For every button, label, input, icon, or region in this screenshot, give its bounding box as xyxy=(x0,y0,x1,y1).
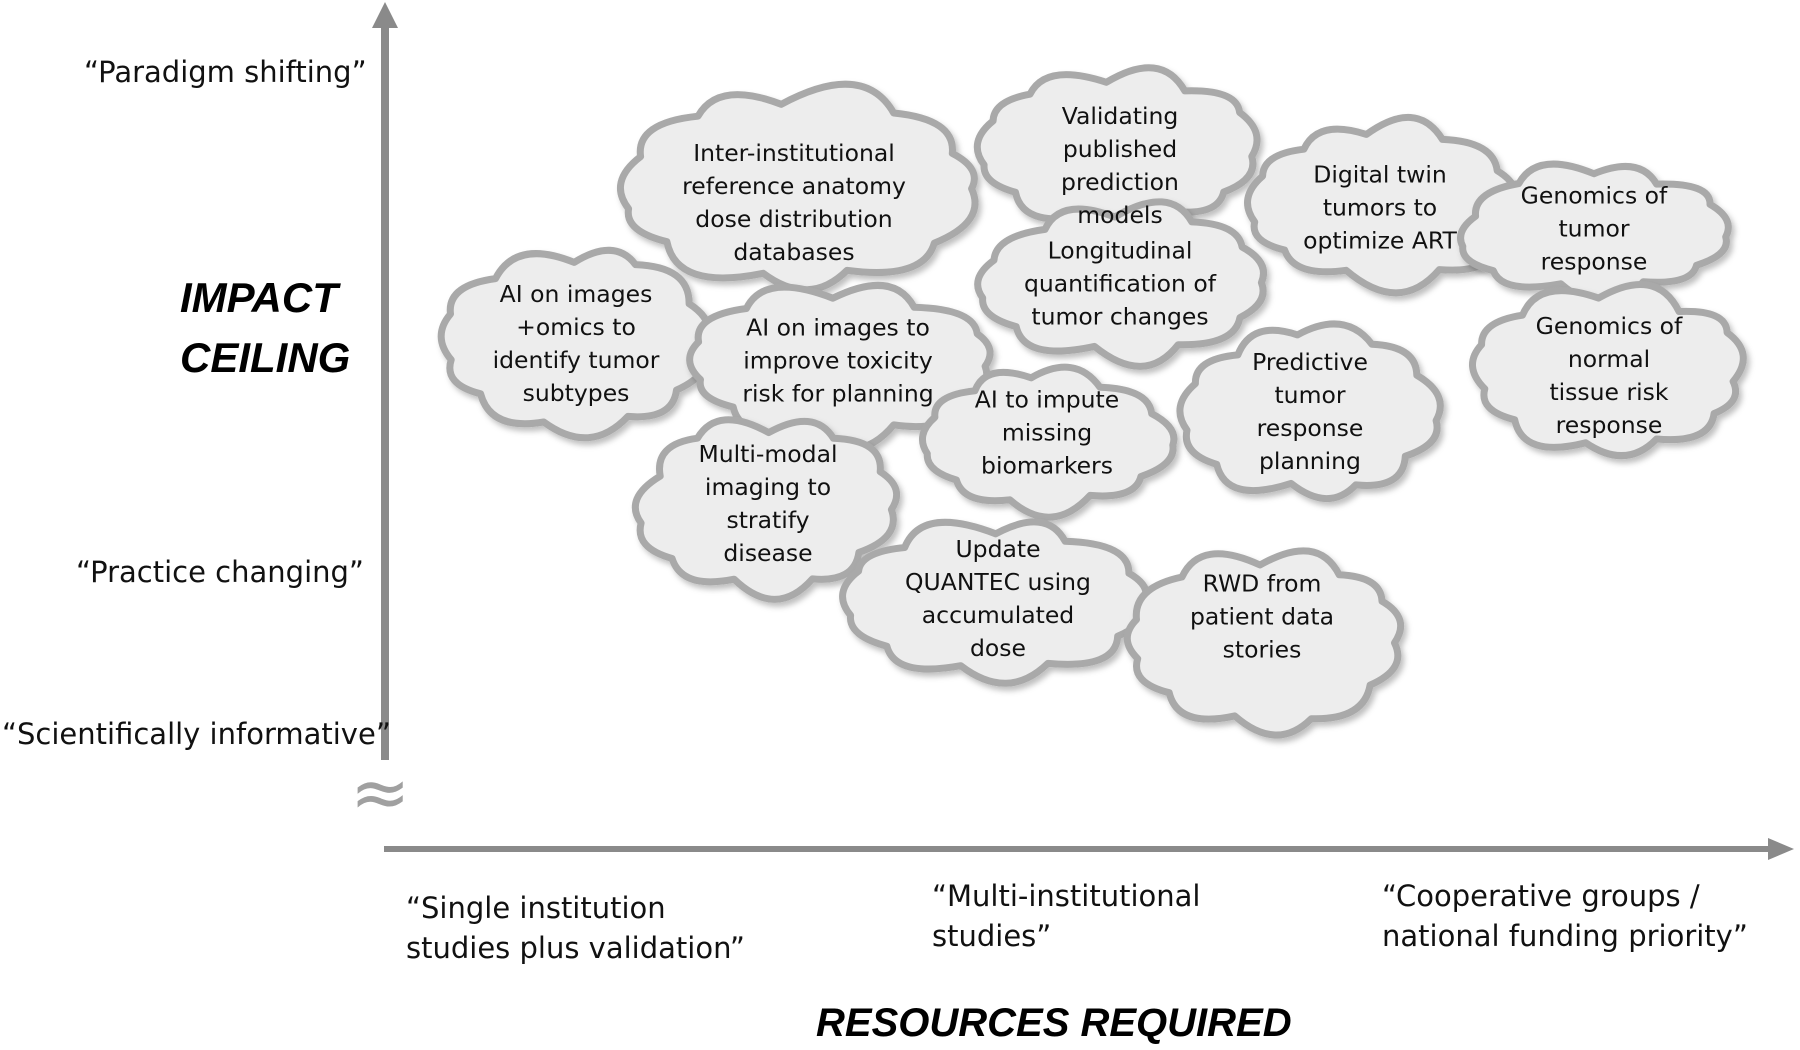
cloud-shape-rwd xyxy=(1123,547,1405,739)
cloud-label-ai-toxicity: AI on images to improve toxicity risk for … xyxy=(742,312,933,411)
cloud-label-line: Validating xyxy=(1061,102,1179,130)
cloud-label-line: missing xyxy=(1001,418,1093,447)
x-level-line: “Cooperative groups / xyxy=(1382,879,1700,913)
cloud-label-predictive-tumor: Predictive tumor response planning xyxy=(1252,346,1368,478)
cloud-label-line: tumor xyxy=(1274,381,1346,409)
clouds-layer xyxy=(437,64,1747,739)
cloud-label-line: Update xyxy=(955,535,1041,563)
cloud-label-inter-institutional: Inter-institutional reference anatomy dose… xyxy=(682,137,906,269)
x-level-line: “Single institution xyxy=(406,891,666,925)
y-axis-title: IMPACT CEILING xyxy=(180,268,350,388)
cloud-label-line: AI on images to xyxy=(746,313,930,342)
cloud-shape-digital-twin xyxy=(1244,114,1520,297)
cloud-label-line: Predictive xyxy=(1252,348,1368,376)
cloud-label-line: Genomics of xyxy=(1520,181,1668,210)
cloud-label-line: imaging to xyxy=(704,473,832,501)
cloud-label-line: disease xyxy=(723,539,813,567)
cloud-label-line: reference anatomy xyxy=(682,172,906,200)
cloud-label-line: biomarkers xyxy=(981,451,1113,480)
cloud-label-line: Digital twin xyxy=(1313,160,1447,189)
cloud-label-line: tumors to xyxy=(1322,193,1438,222)
cloud-label-line: dose xyxy=(969,634,1026,662)
cloud-label-longitudinal: Longitudinal quantification of tumor chang… xyxy=(1024,235,1216,334)
cloud-shape-ai-toxicity xyxy=(686,281,994,453)
cloud-label-ai-omics: AI on images +omics to identify tumor subty… xyxy=(493,278,660,410)
cloud-label-line: stories xyxy=(1222,635,1302,664)
cloud-label-multi-modal: Multi-modal imaging to stratify disease xyxy=(698,438,837,570)
x-axis-arrowhead xyxy=(1768,838,1794,860)
cloud-label-line: tumor xyxy=(1558,214,1630,243)
cloud-shape-quantec xyxy=(839,518,1150,687)
y-level-paradigm-shifting: “Paradigm shifting” xyxy=(84,55,367,89)
cloud-label-line: Genomics of xyxy=(1535,312,1683,340)
y-axis-arrowhead xyxy=(372,2,398,28)
y-axis-title-line: IMPACT xyxy=(180,274,338,321)
cloud-label-line: tissue risk xyxy=(1549,378,1669,406)
x-level-cooperative-groups: “Cooperative groups / national funding p… xyxy=(1382,876,1748,956)
cloud-label-ai-impute: AI to impute missing biomarkers xyxy=(975,384,1119,483)
cloud-shape-multi-modal xyxy=(631,416,901,603)
cloud-label-line: dose distribution xyxy=(695,205,893,233)
cloud-label-rwd: RWD from patient data stories xyxy=(1190,568,1334,667)
cloud-shape-predictive-tumor xyxy=(1176,320,1444,502)
cloud-label-line: stratify xyxy=(726,506,810,534)
cloud-label-line: patient data xyxy=(1189,602,1335,631)
cloud-shape-ai-omics xyxy=(437,246,713,442)
cloud-label-line: response xyxy=(1256,414,1364,442)
cloud-label-line: Longitudinal xyxy=(1047,236,1193,265)
cloud-label-line: optimize ART xyxy=(1303,226,1457,255)
cloud-shape-inter-institutional xyxy=(617,80,979,294)
x-level-line: “Multi-institutional xyxy=(932,879,1201,913)
x-level-line: national funding priority” xyxy=(1382,919,1748,953)
x-level-line: studies plus validation” xyxy=(406,931,745,965)
cloud-label-line: published xyxy=(1062,135,1178,163)
y-level-scientifically-informative: “Scientifically informative” xyxy=(2,717,391,751)
cloud-label-line: RWD from xyxy=(1202,569,1322,598)
cloud-label-line: QUANTEC using xyxy=(905,568,1091,596)
cloud-label-line: +omics to xyxy=(516,313,636,341)
cloud-label-line: subtypes xyxy=(522,379,630,407)
cloud-label-line: prediction xyxy=(1061,168,1179,196)
cloud-label-validating-models: Validating published prediction models xyxy=(1061,100,1179,232)
x-axis-title: RESOURCES REQUIRED xyxy=(816,1001,1292,1045)
cloud-label-line: response xyxy=(1555,411,1663,439)
cloud-label-genomics-tumor: Genomics of tumor response xyxy=(1521,180,1668,279)
cloud-label-line: AI on images xyxy=(499,280,653,308)
cloud-label-line: normal xyxy=(1567,345,1651,373)
x-level-single-institution: “Single institution studies plus validat… xyxy=(406,888,745,968)
cloud-label-line: response xyxy=(1540,247,1648,276)
cloud-label-line: AI to impute xyxy=(974,385,1120,414)
cloud-label-line: tumor changes xyxy=(1031,302,1209,331)
cloud-label-line: models xyxy=(1077,201,1163,229)
cloud-label-line: improve toxicity xyxy=(743,346,933,375)
cloud-label-line: quantification of xyxy=(1023,269,1217,298)
cloud-label-line: identify tumor xyxy=(492,346,660,374)
axis-break-symbol: ≈ xyxy=(350,750,411,834)
x-level-line: studies” xyxy=(932,919,1052,953)
cloud-shape-genomics-normal xyxy=(1469,281,1747,460)
cloud-label-digital-twin: Digital twin tumors to optimize ART xyxy=(1303,159,1457,258)
y-level-practice-changing: “Practice changing” xyxy=(76,555,364,589)
cloud-label-line: planning xyxy=(1259,447,1361,475)
cloud-label-line: risk for planning xyxy=(742,379,934,408)
cloud-label-line: accumulated xyxy=(921,601,1075,629)
y-axis-title-line: CEILING xyxy=(180,334,351,381)
cloud-label-line: Inter-institutional xyxy=(693,139,895,167)
cloud-label-genomics-normal: Genomics of normal tissue risk response xyxy=(1536,310,1683,442)
x-level-multi-institutional: “Multi-institutional studies” xyxy=(932,876,1200,956)
cloud-label-line: databases xyxy=(733,238,855,266)
cloud-shape-ai-impute xyxy=(918,363,1178,521)
cloud-label-line: Multi-modal xyxy=(698,440,838,468)
cloud-shape-longitudinal xyxy=(974,198,1268,370)
